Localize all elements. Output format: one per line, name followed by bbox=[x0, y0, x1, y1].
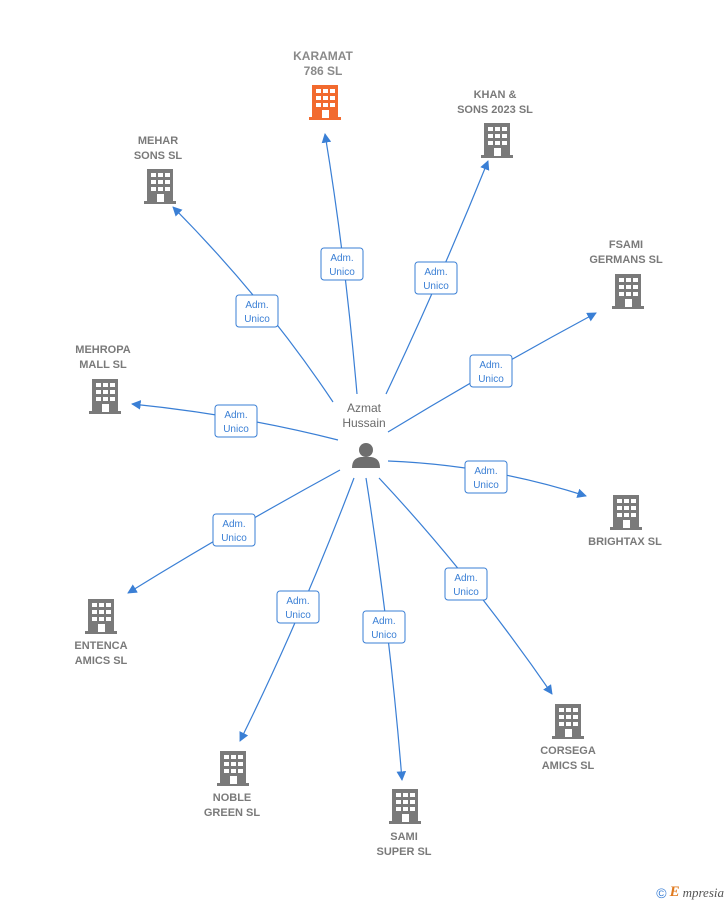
brand-logo-initial: E bbox=[669, 884, 680, 900]
building-icon-fsami[interactable] bbox=[612, 274, 644, 309]
role-badge-text: Unico bbox=[423, 281, 449, 292]
role-badge-brightax[interactable]: Adm. Unico bbox=[464, 460, 508, 494]
role-badge-text: Adm. bbox=[424, 267, 447, 278]
role-badge-text: Adm. bbox=[454, 573, 477, 584]
role-badge-text: Adm. bbox=[224, 410, 247, 421]
role-badge-text: Unico bbox=[244, 314, 270, 325]
role-badge-text: Adm. bbox=[222, 519, 245, 530]
role-badge-text: Adm. bbox=[372, 616, 395, 627]
role-badge-text: Unico bbox=[221, 533, 247, 544]
role-badge-fsami[interactable]: Adm. Unico bbox=[469, 354, 513, 388]
role-badge-text: Adm. bbox=[479, 360, 502, 371]
role-badge-khan[interactable]: Adm. Unico bbox=[414, 261, 458, 295]
role-badge-text: Adm. bbox=[286, 596, 309, 607]
role-badge-text: Unico bbox=[329, 267, 355, 278]
role-badge-text: Unico bbox=[453, 587, 479, 598]
person-icon bbox=[352, 443, 380, 468]
company-name-khan[interactable]: KHAN &SONS 2023 SL bbox=[457, 89, 533, 116]
building-icon-mehropa[interactable] bbox=[89, 379, 121, 414]
building-icon-karamat[interactable] bbox=[309, 85, 341, 120]
building-icon-mehar[interactable] bbox=[144, 169, 176, 204]
building-icon-khan[interactable] bbox=[481, 123, 513, 158]
role-badge-mehropa[interactable]: Adm. Unico bbox=[214, 404, 258, 438]
role-badge-text: Unico bbox=[473, 480, 499, 491]
role-badge-text: Unico bbox=[478, 374, 504, 385]
role-badge-text: Adm. bbox=[474, 466, 497, 477]
role-badge-corsega[interactable]: Adm. Unico bbox=[444, 567, 488, 601]
brand-logo-text: mpresia bbox=[682, 884, 724, 900]
building-icon-noble[interactable] bbox=[217, 751, 249, 786]
role-badge-text: Unico bbox=[285, 610, 311, 621]
company-name-brightax[interactable]: BRIGHTAX SL bbox=[588, 536, 662, 548]
role-badge-sami[interactable]: Adm. Unico bbox=[362, 610, 406, 644]
role-badge-entenca[interactable]: Adm. Unico bbox=[212, 513, 256, 547]
role-badge-text: Unico bbox=[223, 424, 249, 435]
building-icon-entenca[interactable] bbox=[85, 599, 117, 634]
role-badge-karamat[interactable]: Adm. Unico bbox=[320, 247, 364, 281]
role-badge-text: Adm. bbox=[245, 300, 268, 311]
building-icon-sami[interactable] bbox=[389, 789, 421, 824]
building-icon-corsega[interactable] bbox=[552, 704, 584, 739]
copyright-symbol: © bbox=[656, 884, 667, 901]
role-badge-noble[interactable]: Adm. Unico bbox=[276, 590, 320, 624]
role-badge-mehar[interactable]: Adm. Unico bbox=[235, 294, 279, 328]
role-badge-text: Unico bbox=[371, 630, 397, 641]
role-badge-text: Adm. bbox=[330, 253, 353, 264]
building-icon-brightax[interactable] bbox=[610, 495, 642, 530]
